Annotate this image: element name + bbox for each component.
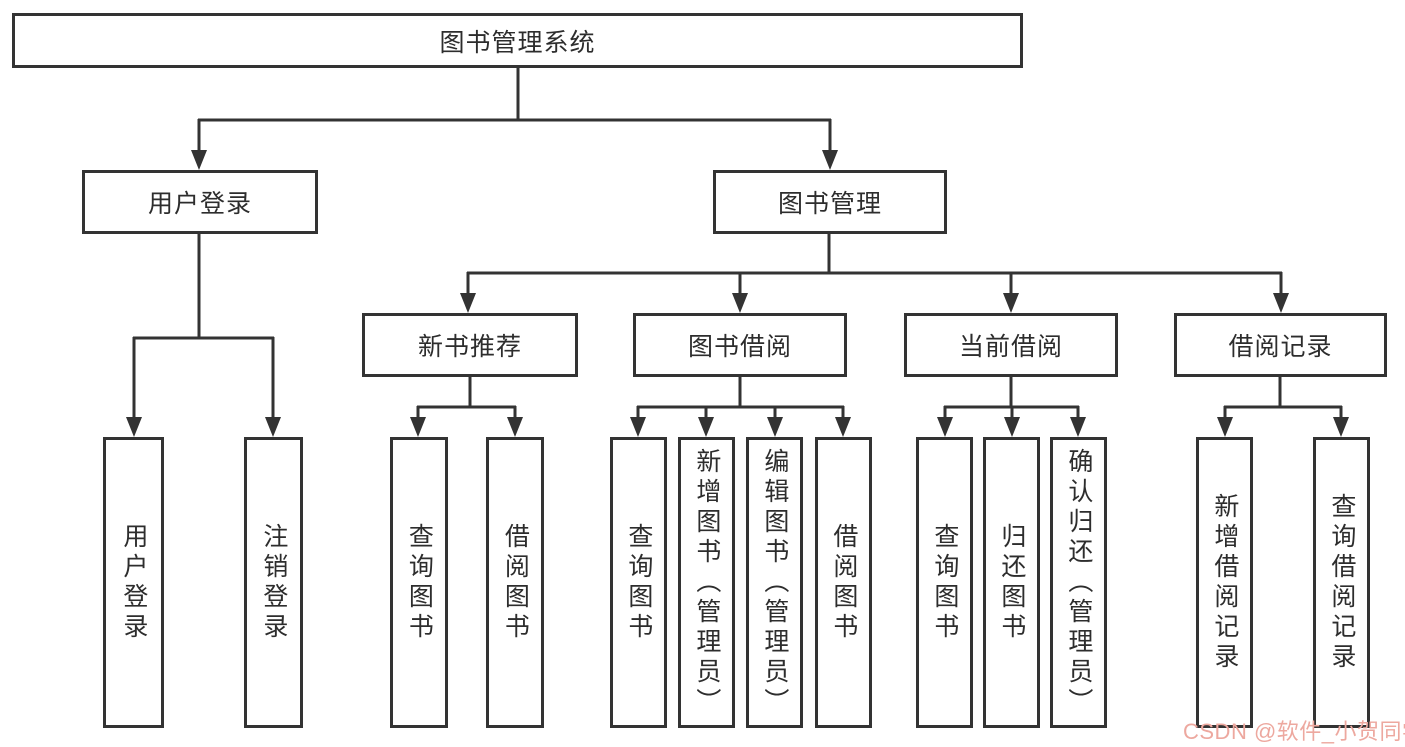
leaf-record-query-label: 查询借阅记录 xyxy=(1327,492,1356,673)
leaf-current-query-label: 查询图书 xyxy=(930,522,959,643)
node-new-book: 新书推荐 xyxy=(362,313,578,377)
leaf-record-add-label: 新增借阅记录 xyxy=(1210,492,1239,673)
node-book-mgmt: 图书管理 xyxy=(713,170,947,234)
leaf-current-return-label: 归还图书 xyxy=(997,522,1026,643)
leaf-record-add: 新增借阅记录 xyxy=(1196,437,1253,728)
leaf-borrow-edit-label: 编辑图书（管理员） xyxy=(760,447,789,718)
leaf-borrow-query: 查询图书 xyxy=(610,437,667,728)
node-current: 当前借阅 xyxy=(904,313,1118,377)
leaf-current-confirm-label: 确认归还（管理员） xyxy=(1064,447,1093,718)
leaf-current-query: 查询图书 xyxy=(916,437,973,728)
leaf-borrow-edit: 编辑图书（管理员） xyxy=(746,437,803,728)
leaf-borrow-add: 新增图书（管理员） xyxy=(678,437,735,728)
leaf-newbook-borrow-label: 借阅图书 xyxy=(501,522,530,643)
node-borrow-label: 图书借阅 xyxy=(687,333,792,361)
node-records-label: 借阅记录 xyxy=(1228,333,1333,361)
node-user-login: 用户登录 xyxy=(82,170,318,234)
node-borrow: 图书借阅 xyxy=(633,313,847,377)
node-root-label: 图书管理系统 xyxy=(439,28,596,57)
leaf-current-confirm: 确认归还（管理员） xyxy=(1050,437,1107,728)
leaf-borrow-add-label: 新增图书（管理员） xyxy=(692,447,721,718)
node-new-book-label: 新书推荐 xyxy=(417,333,522,361)
node-book-mgmt-label: 图书管理 xyxy=(777,190,882,218)
leaf-logout-label: 注销登录 xyxy=(259,522,288,643)
leaf-borrow-query-label: 查询图书 xyxy=(624,522,653,643)
node-user-login-label: 用户登录 xyxy=(147,190,252,218)
leaf-newbook-query-label: 查询图书 xyxy=(405,522,434,643)
leaf-newbook-borrow: 借阅图书 xyxy=(486,437,544,728)
node-root: 图书管理系统 xyxy=(12,13,1023,68)
node-current-label: 当前借阅 xyxy=(958,333,1063,361)
leaf-user-login-label: 用户登录 xyxy=(119,522,148,643)
leaf-record-query: 查询借阅记录 xyxy=(1313,437,1370,728)
leaf-user-login: 用户登录 xyxy=(103,437,164,728)
node-records: 借阅记录 xyxy=(1174,313,1387,377)
leaf-borrow-borrow-label: 借阅图书 xyxy=(829,522,858,643)
leaf-current-return: 归还图书 xyxy=(983,437,1040,728)
leaf-newbook-query: 查询图书 xyxy=(390,437,448,728)
leaf-logout: 注销登录 xyxy=(244,437,303,728)
csdn-watermark: CSDN @软件_小贺同学 xyxy=(1183,719,1405,744)
leaf-borrow-borrow: 借阅图书 xyxy=(815,437,872,728)
